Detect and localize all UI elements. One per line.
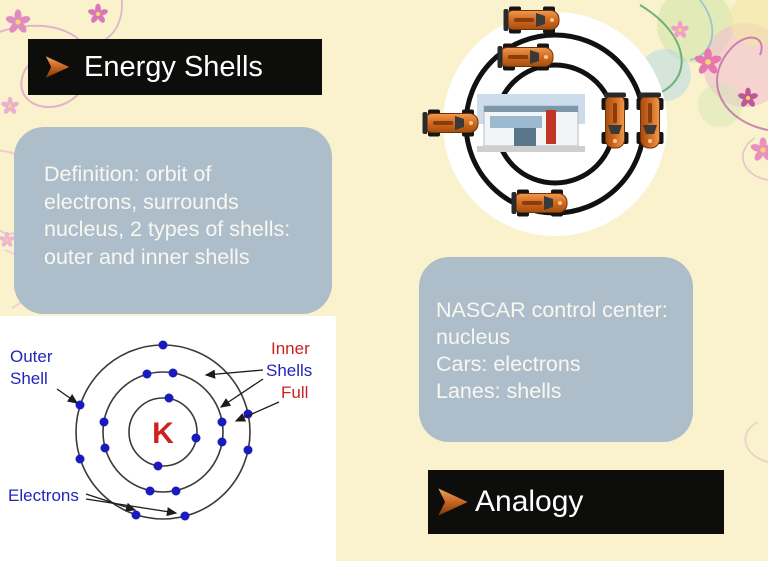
outer-shell-label: Shell [10, 369, 48, 388]
nascar-track-image [422, 6, 667, 236]
definition-text: Definition: orbit of electrons, surround… [44, 162, 291, 269]
title-arrow-icon [44, 54, 71, 80]
race-car [503, 6, 560, 34]
decor-bottom-right [744, 421, 768, 463]
analogy-line: nucleus [436, 325, 511, 350]
electron-dots [75, 340, 253, 521]
nucleus-label: K [152, 417, 174, 450]
race-car [511, 189, 568, 217]
race-car [422, 109, 479, 137]
race-car [497, 43, 554, 71]
diagram-background [0, 316, 336, 561]
outer-shell-label: Outer [10, 347, 53, 366]
title-banner: Energy Shells [28, 39, 322, 95]
analogy-line: Lanes: shells [436, 379, 562, 404]
control-center-building [477, 94, 585, 152]
race-car [601, 92, 629, 149]
decor-right-middle [742, 137, 768, 181]
inner-shells-label: Full [281, 383, 308, 402]
race-car [636, 92, 664, 149]
analogy-title: Analogy [475, 485, 584, 518]
inner-shells-label: Shells [266, 361, 312, 380]
slide-title: Energy Shells [84, 50, 263, 83]
analogy-line: NASCAR control center: [436, 298, 668, 322]
electrons-label: Electrons [8, 486, 79, 505]
definition-box: Definition: orbit of electrons, surround… [14, 127, 332, 314]
analogy-box: NASCAR control center: nucleus Cars: ele… [419, 257, 693, 442]
diagram-arrows [56, 369, 280, 517]
analogy-banner: Analogy [428, 470, 724, 534]
analogy-arrow-icon [436, 486, 470, 518]
atom-diagram: K Outer [0, 316, 336, 561]
analogy-line: Cars: electrons [436, 352, 581, 377]
inner-shells-label: Inner [271, 339, 310, 358]
